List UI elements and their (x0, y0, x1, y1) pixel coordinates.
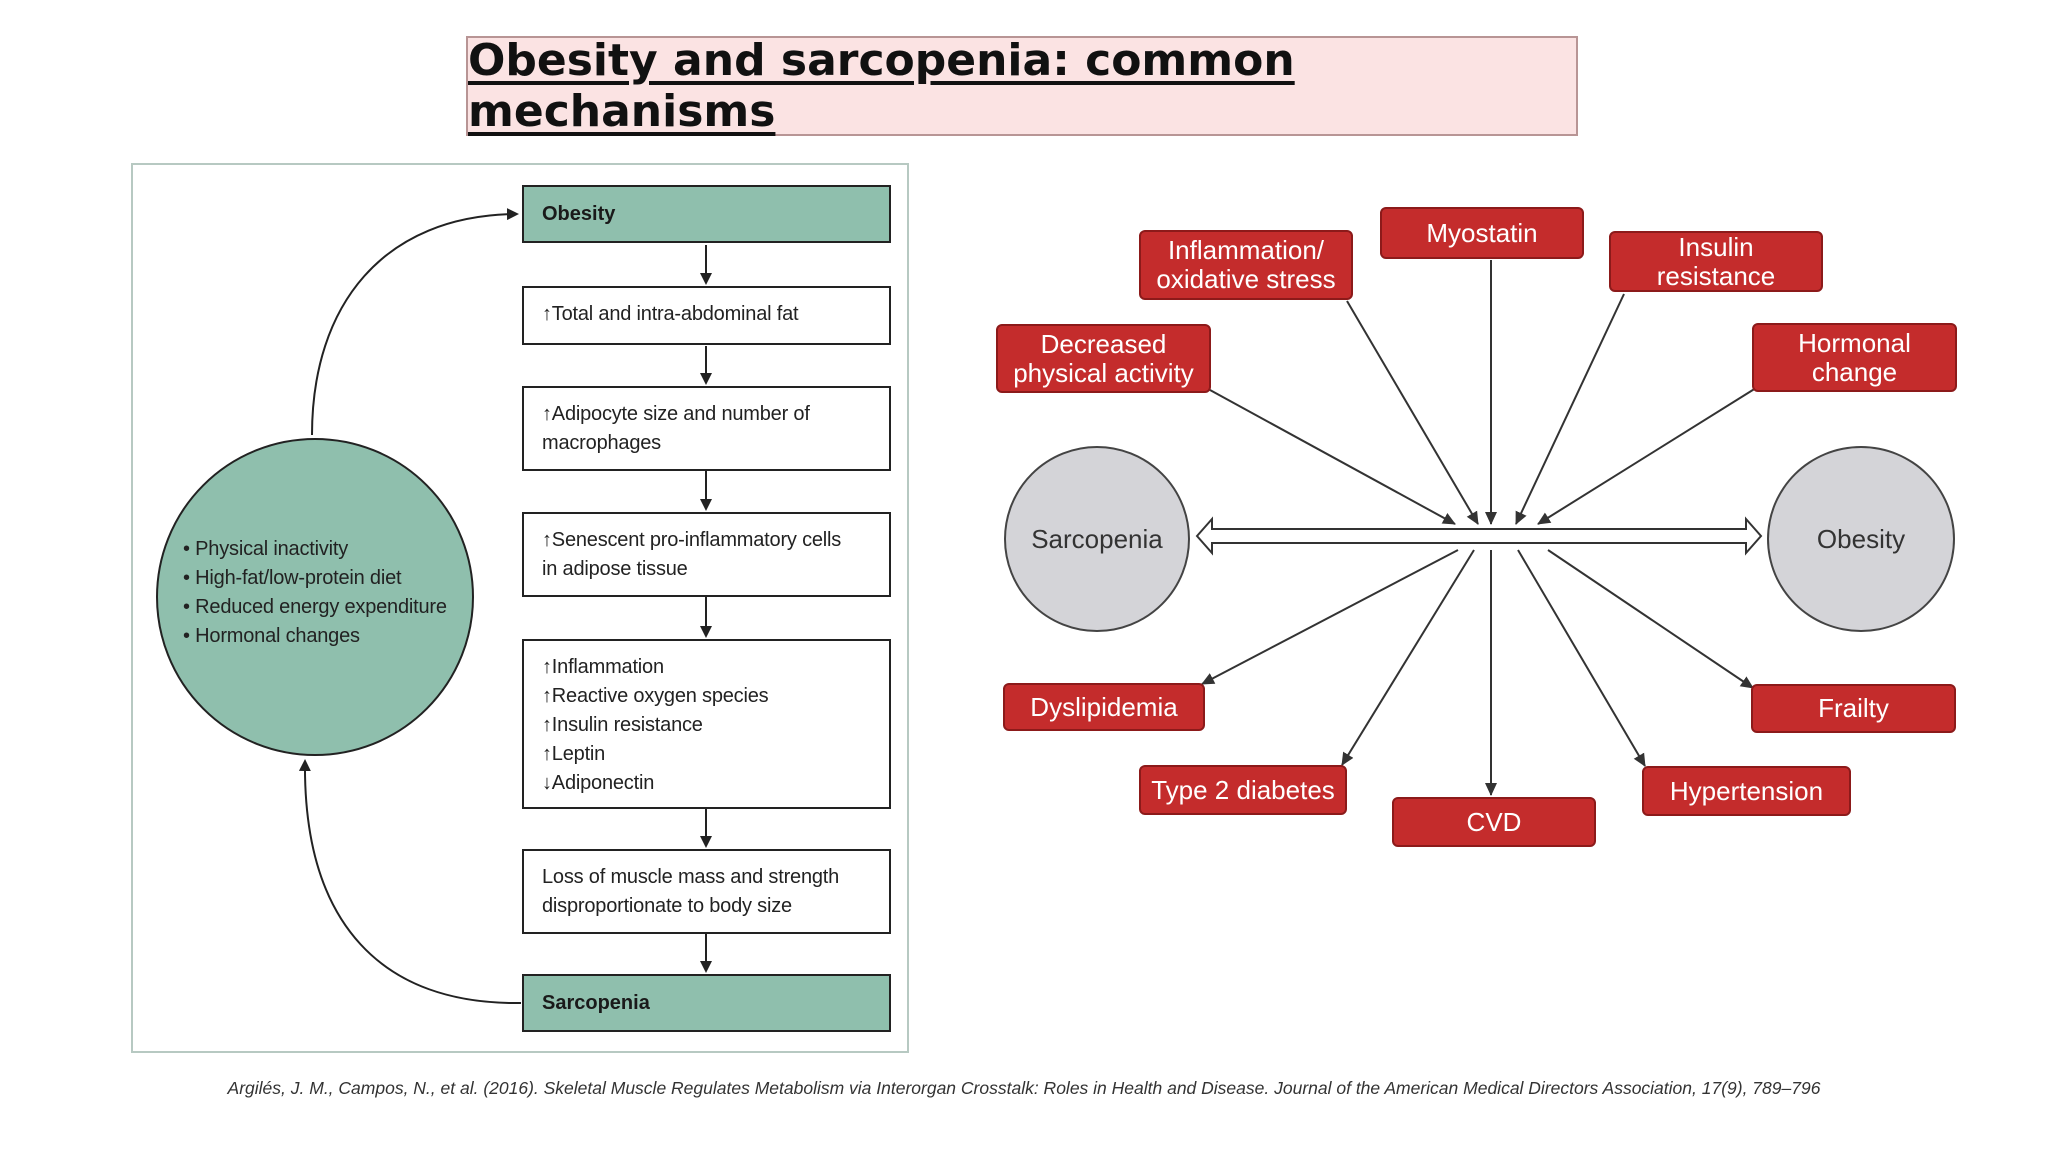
cause-item: • High-fat/low-protein diet (183, 567, 402, 589)
step-text: ↑Leptin (542, 743, 606, 765)
obesity-node-label: Obesity (1816, 523, 1906, 554)
step-text: ↑Inflammation (542, 656, 664, 678)
outcome-label: CVD (1466, 806, 1522, 837)
obesity-box: Obesity (522, 185, 891, 243)
causes-list: • Physical inactivity • High-fat/low-pro… (183, 535, 473, 651)
factor-label: Myostatin (1426, 217, 1538, 248)
outcome-cvd: CVD (1392, 797, 1596, 847)
factor-label: oxidative stress (1156, 264, 1336, 294)
curve-arrow-to-causes (298, 759, 522, 1005)
outcome-label: Hypertension (1669, 775, 1824, 806)
sarcopenia-box-label: Sarcopenia (542, 991, 650, 1014)
factor-label: resistance (1656, 260, 1776, 291)
arrow-to-diabetes (1341, 549, 1475, 766)
obesity-node: Obesity (1767, 446, 1955, 632)
factor-inflammation: Inflammation/ oxidative stress (1139, 230, 1353, 300)
slide-title: Obesity and sarcopenia: common mechanism… (468, 35, 1295, 137)
outcome-label: Dyslipidemia (1030, 691, 1178, 722)
outcome-dyslipidemia: Dyslipidemia (1003, 683, 1205, 731)
factor-hormonal-change: Hormonal change (1752, 323, 1957, 392)
step-text: in adipose tissue (542, 558, 688, 580)
obesity-sarcopenia-flowchart: Obesity ↑Total and intra-abdominal fat ↑… (131, 163, 909, 1053)
outcome-hypertension: Hypertension (1642, 766, 1851, 816)
step-text: ↑Senescent pro-inflammatory cells (542, 529, 842, 551)
outcome-label: Type 2 diabetes (1151, 774, 1335, 805)
title-banner: Obesity and sarcopenia: common mechanism… (466, 35, 1578, 137)
factor-label: change (1811, 356, 1898, 387)
arrow-to-hypertension (1517, 549, 1646, 767)
flowchart-connectors (298, 208, 712, 1005)
step-text: ↑Insulin resistance (542, 714, 703, 736)
citation: Argilés, J. M., Campos, N., et al. (2016… (227, 1078, 1821, 1098)
outcome-type2-diabetes: Type 2 diabetes (1139, 765, 1347, 815)
obesity-box-label: Obesity (542, 202, 616, 225)
arrow-from-activity (1209, 389, 1456, 525)
factor-label: Decreased (1040, 328, 1167, 359)
arrow-from-inflammation (1346, 300, 1479, 525)
step-text: ↑Adipocyte size and number of (542, 403, 810, 425)
sarcopenia-node-label: Sarcopenia (1031, 523, 1163, 554)
step-box-senescent: ↑Senescent pro-inflammatory cells in adi… (522, 512, 891, 597)
curve-arrow-to-obesity (311, 208, 519, 436)
factor-insulin-resistance: Insulin resistance (1609, 231, 1823, 292)
cause-item: • Physical inactivity (183, 538, 349, 560)
sarcopenia-node: Sarcopenia (1004, 446, 1190, 632)
step-box-muscle-loss: Loss of muscle mass and strength disprop… (522, 849, 891, 934)
arrow-to-frailty (1547, 549, 1754, 689)
step-text: ↑Total and intra-abdominal fat (542, 303, 799, 325)
factor-myostatin: Myostatin (1380, 207, 1584, 259)
cause-item: • Hormonal changes (183, 625, 360, 647)
step-text: macrophages (542, 432, 661, 454)
step-text: disproportionate to body size (542, 895, 792, 917)
outcome-label: Frailty (1818, 693, 1889, 723)
double-arrow (1195, 516, 1763, 556)
step-text: ↓Adiponectin (542, 772, 655, 794)
factor-label: physical activity (1013, 357, 1194, 388)
step-text: Loss of muscle mass and strength (542, 866, 840, 888)
sarcopenia-box: Sarcopenia (522, 974, 891, 1032)
arrow-from-insulin (1515, 293, 1625, 525)
cause-item: • Reduced energy expenditure (183, 596, 447, 618)
arrow-from-hormonal (1537, 387, 1757, 525)
causes-circle (156, 438, 474, 756)
outcome-frailty: Frailty (1751, 684, 1956, 733)
step-box-fat: ↑Total and intra-abdominal fat (522, 286, 891, 345)
factor-label: Hormonal (1798, 327, 1911, 358)
step-text: ↑Reactive oxygen species (542, 685, 769, 707)
factor-label: Insulin (1678, 231, 1754, 262)
factor-physical-activity: Decreased physical activity (996, 324, 1211, 393)
step-box-inflammation: ↑Inflammation ↑Reactive oxygen species ↑… (522, 639, 891, 809)
factor-label: Inflammation/ (1167, 235, 1325, 265)
step-box-adipocyte: ↑Adipocyte size and number of macrophage… (522, 386, 891, 471)
arrow-to-dyslipidemia (1201, 549, 1459, 685)
